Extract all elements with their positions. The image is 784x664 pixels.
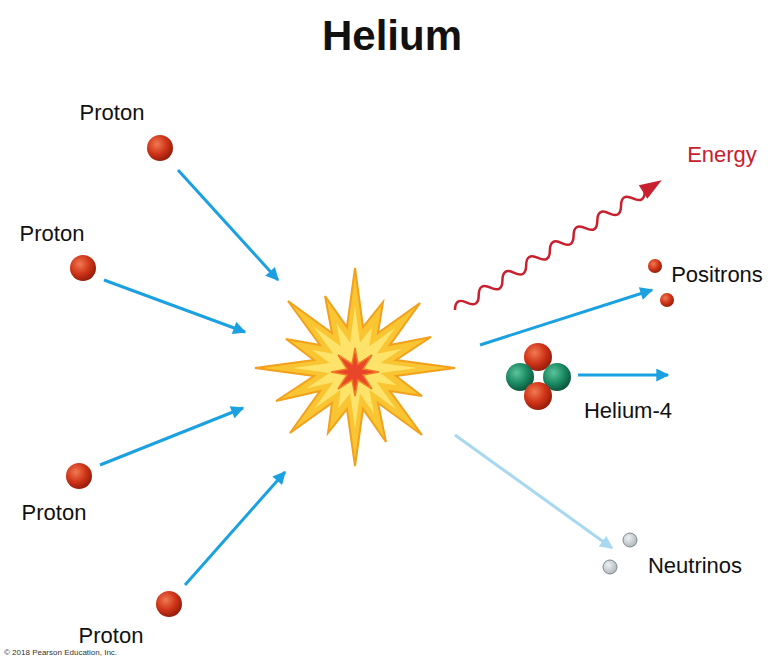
positron-sphere bbox=[660, 293, 674, 307]
particle-label: Proton bbox=[20, 222, 85, 246]
copyright-note: © 2018 Pearson Education, Inc. bbox=[4, 649, 117, 658]
incoming-arrow bbox=[100, 408, 243, 465]
particle-label: Neutrinos bbox=[648, 554, 742, 578]
proton-sphere bbox=[66, 463, 92, 489]
fusion-burst-core bbox=[293, 306, 417, 429]
outgoing-arrow bbox=[480, 290, 652, 345]
title: Helium bbox=[322, 13, 462, 59]
incoming-arrow bbox=[178, 170, 278, 280]
incoming-arrow bbox=[185, 472, 285, 585]
particle-label: Positrons bbox=[671, 263, 763, 287]
proton-sphere bbox=[156, 591, 182, 617]
proton-sphere bbox=[70, 255, 96, 281]
positron-sphere bbox=[648, 259, 662, 273]
energy-arrowhead bbox=[639, 174, 666, 199]
neutrino-sphere bbox=[623, 533, 637, 547]
energy-wave bbox=[451, 174, 666, 317]
proton-sphere bbox=[524, 382, 552, 410]
particle-label: Proton bbox=[80, 101, 145, 125]
incoming-arrow bbox=[104, 280, 245, 332]
particle-label: Proton bbox=[22, 501, 87, 525]
particle-label: Helium-4 bbox=[584, 399, 672, 423]
fusion-flash bbox=[331, 348, 379, 396]
neutrino-sphere bbox=[603, 560, 617, 574]
particle-label: Proton bbox=[79, 624, 144, 648]
energy-wave-line bbox=[452, 186, 648, 314]
proton-sphere bbox=[147, 135, 173, 161]
outgoing-arrow bbox=[578, 374, 668, 377]
energy-label: Energy bbox=[687, 143, 757, 167]
fusion-burst bbox=[255, 268, 455, 466]
neutrino-arrow bbox=[455, 435, 612, 548]
